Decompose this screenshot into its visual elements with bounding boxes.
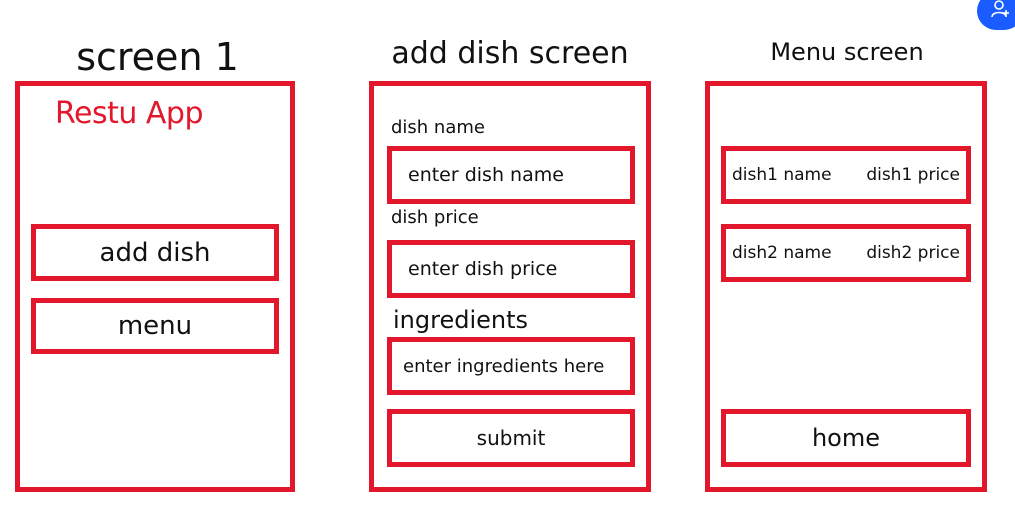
menu-item-2[interactable]: dish2 name dish2 price — [721, 224, 971, 282]
home-button[interactable]: home — [721, 409, 971, 467]
add-user-button[interactable] — [977, 0, 1015, 30]
add-user-icon — [991, 0, 1011, 23]
add-dish-screen-title: add dish screen — [391, 36, 629, 71]
screen1-frame — [15, 81, 295, 492]
menu-button[interactable]: menu — [31, 298, 279, 354]
add-dish-button[interactable]: add dish — [31, 224, 279, 281]
menu-screen-title: Menu screen — [770, 38, 924, 66]
dish-price-label: dish price — [391, 207, 479, 228]
dish2-name: dish2 name — [732, 243, 832, 263]
app-name-logo: Restu App — [55, 96, 204, 131]
dish1-name: dish1 name — [732, 165, 832, 185]
screen1-title: screen 1 — [76, 35, 239, 79]
dish2-price: dish2 price — [866, 243, 960, 263]
ingredients-label: ingredients — [393, 306, 529, 334]
dish-price-input[interactable]: enter dish price — [387, 240, 635, 298]
dish-name-input[interactable]: enter dish name — [387, 146, 635, 204]
menu-item-1[interactable]: dish1 name dish1 price — [721, 146, 971, 204]
dish-name-label: dish name — [391, 117, 485, 138]
ingredients-input[interactable]: enter ingredients here — [387, 337, 635, 395]
submit-button[interactable]: submit — [387, 409, 635, 467]
dish1-price: dish1 price — [866, 165, 960, 185]
